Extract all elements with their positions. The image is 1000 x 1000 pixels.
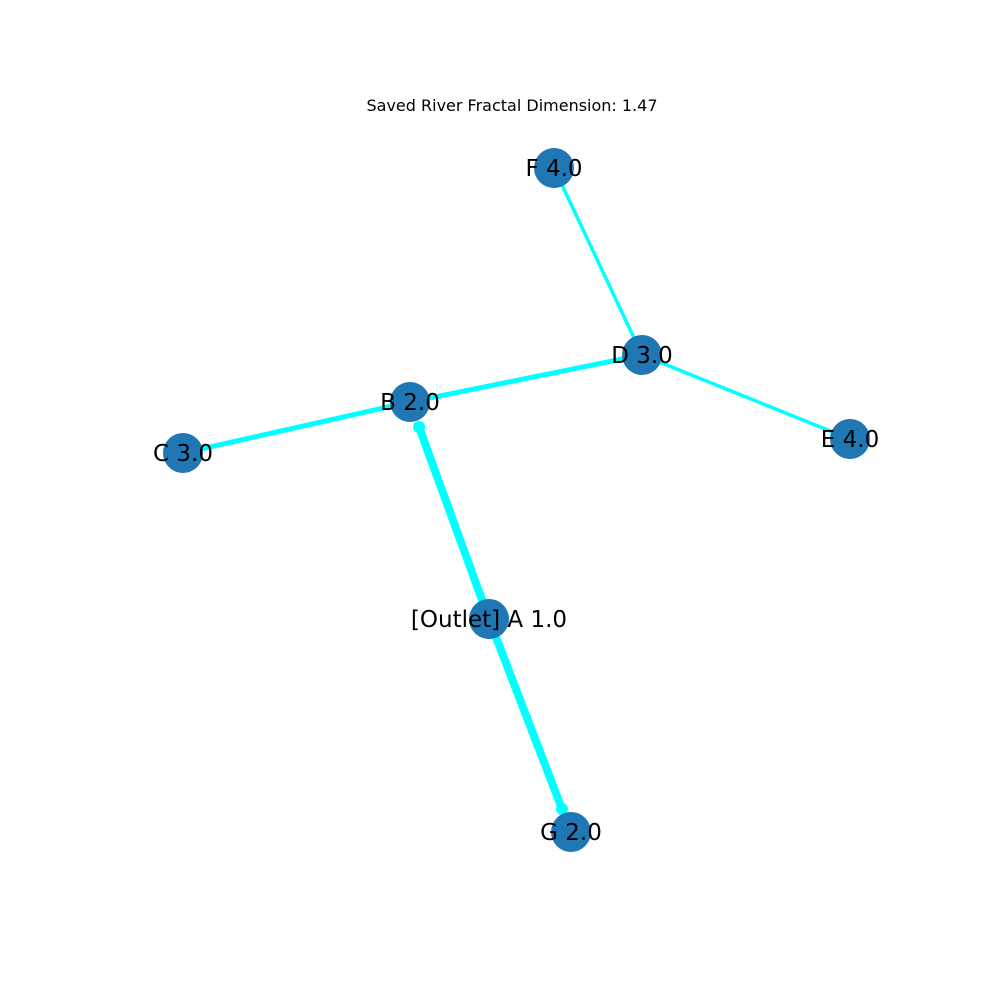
node-f [534,148,574,188]
node-d-label: D 3.0 [611,343,673,369]
edge-b-d [409,352,643,405]
edge-a-g-arrowhead [556,803,568,815]
edge-d-e [641,353,851,441]
edge-a-b [415,425,493,621]
nodes-layer [163,148,870,852]
edge-d-f [552,167,644,356]
diagram-title: Saved River Fractal Dimension: 1.47 [366,96,657,115]
edge-a-b-arrowhead [413,421,425,433]
node-a [469,599,509,639]
node-f-label: F 4.0 [525,156,582,182]
node-d [622,335,662,375]
node-a-label: [Outlet] A 1.0 [411,607,567,633]
node-g-label: G 2.0 [540,820,602,846]
edge-b-c [182,399,411,456]
node-g [551,812,591,852]
node-e [830,419,870,459]
edge-a-g [485,617,566,811]
node-b-label: B 2.0 [380,390,440,416]
labels-layer: [Outlet] A 1.0 B 2.0 C 3.0 D 3.0 E 4.0 F… [153,156,879,846]
node-c [163,433,203,473]
node-c-label: C 3.0 [153,441,213,467]
edges-layer [182,167,851,815]
node-b [390,382,430,422]
node-e-label: E 4.0 [821,427,879,453]
